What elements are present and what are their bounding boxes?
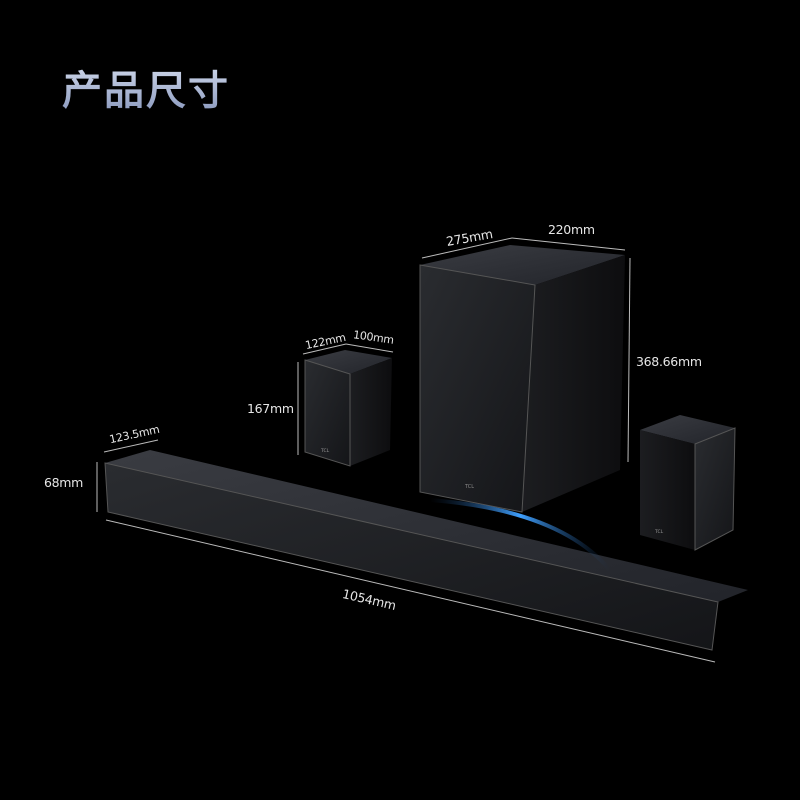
- dimension-lines: [96, 237, 716, 663]
- rear-speaker-left: TCL: [304, 350, 392, 467]
- soundbar-height-label: 68mm: [44, 475, 84, 490]
- brand-logo: TCL: [320, 448, 330, 454]
- light-strip: [429, 498, 612, 572]
- subwoofer-height-label: 368.66mm: [636, 354, 702, 369]
- subwoofer: TCL: [419, 245, 625, 513]
- rear-height-label: 167mm: [247, 401, 294, 416]
- rear-speaker-right: TCL: [640, 415, 736, 551]
- brand-logo: TCL: [654, 529, 664, 535]
- soundbar: [104, 450, 748, 651]
- brand-logo: TCL: [464, 484, 474, 490]
- subwoofer-width-label: 220mm: [548, 222, 595, 237]
- page-title: 产品尺寸: [62, 58, 230, 116]
